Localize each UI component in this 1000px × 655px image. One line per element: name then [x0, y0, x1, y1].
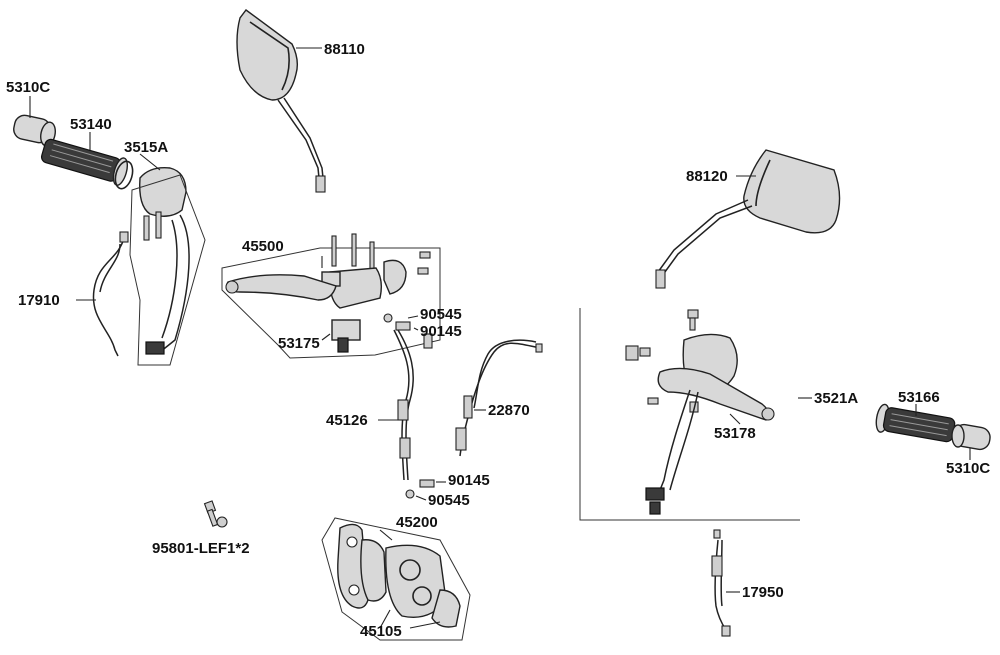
master-cylinder-assembly	[221, 233, 441, 359]
left-switch-frame	[129, 174, 206, 366]
label-90545-bottom: 90545	[428, 492, 470, 509]
label-88110: 88110	[324, 41, 365, 58]
left-grip-assembly	[13, 96, 206, 366]
caliper-frame	[321, 517, 471, 641]
throttle-cable	[455, 339, 543, 457]
bar-end-cap-right	[951, 423, 991, 451]
label-45105: 45105	[360, 623, 402, 640]
label-53166: 53166	[898, 389, 940, 406]
rear-brake-lever	[657, 367, 770, 421]
rear-brake-cable	[711, 529, 740, 637]
bolt-95801	[203, 500, 228, 528]
label-22870: 22870	[488, 402, 530, 419]
mirror-left	[236, 9, 326, 193]
label-53178: 53178	[714, 425, 756, 442]
right-grip-assembly	[875, 403, 991, 460]
label-17950: 17950	[742, 584, 784, 601]
right-switch-frame	[579, 308, 800, 521]
label-45200: 45200	[396, 514, 438, 531]
label-53140: 53140	[70, 116, 112, 133]
master-cylinder-frame	[221, 247, 441, 359]
grip-left	[40, 138, 129, 186]
brake-hose	[378, 329, 446, 501]
part-number-labels: 5310C 53140 3515A 17910 88110 45500 9054…	[6, 41, 990, 640]
label-88120: 88120	[686, 168, 728, 185]
front-brake-lever	[225, 274, 337, 301]
right-switch-assembly	[579, 308, 812, 521]
mirror-right	[655, 149, 841, 289]
label-3515a: 3515A	[124, 139, 168, 156]
label-45126: 45126	[326, 412, 368, 429]
label-5310c-left: 5310C	[6, 79, 50, 96]
label-90545-top: 90545	[420, 306, 462, 323]
label-90145-top: 90145	[420, 323, 462, 340]
label-53175: 53175	[278, 335, 320, 352]
label-45500: 45500	[242, 238, 284, 255]
label-17910: 17910	[18, 292, 60, 309]
left-switch-housing	[139, 167, 187, 241]
label-3521a: 3521A	[814, 390, 858, 407]
grip-right	[875, 403, 956, 443]
label-5310c-right: 5310C	[946, 460, 990, 477]
choke-cable	[92, 237, 125, 357]
brake-caliper-assembly	[321, 517, 471, 641]
label-90145-bottom: 90145	[448, 472, 490, 489]
label-95801: 95801-LEF1*2	[152, 540, 250, 557]
